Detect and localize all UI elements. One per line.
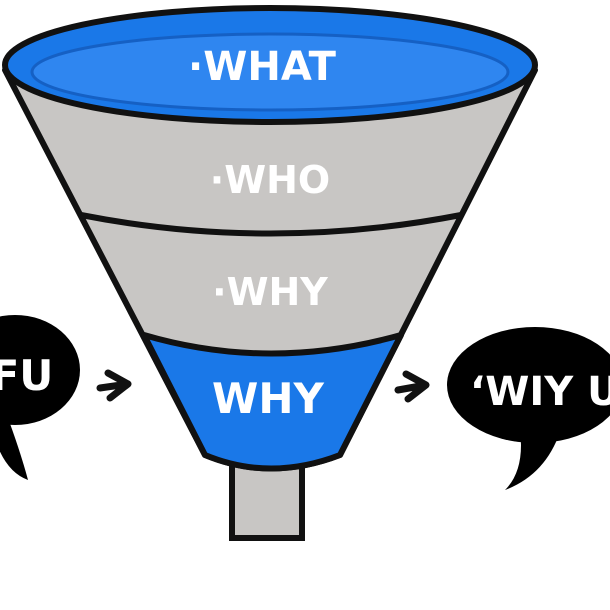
bubble-left-text: FU: [0, 351, 53, 400]
stage-label-who: ·WHO: [210, 158, 330, 202]
arrow-right-icon: [96, 369, 132, 402]
band-divider: [80, 212, 462, 237]
speech-bubble-right: ‘WIY US: [447, 327, 610, 490]
stage-label-why-gray: ·WHY: [212, 270, 328, 314]
stage-label-why-blue: WHY: [212, 374, 324, 423]
bubble-right-text: ‘WIY US: [470, 369, 610, 415]
funnel-top-inner: [30, 32, 510, 112]
stage-label-what: ·WHAT: [188, 44, 337, 90]
funnel-stage-bottom: [141, 332, 404, 472]
speech-bubble-left: FU: [0, 315, 80, 480]
arrow-right-icon: [394, 370, 430, 403]
